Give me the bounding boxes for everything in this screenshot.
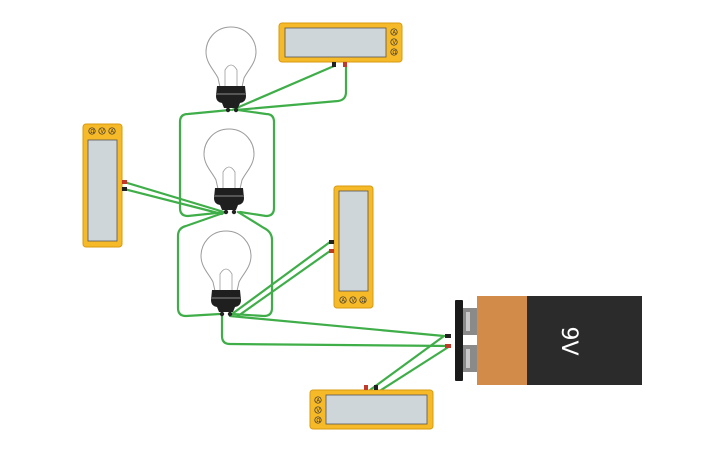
bulb-socket-icon xyxy=(216,86,246,108)
mode-button-label: V xyxy=(101,129,105,135)
bulb-filament-icon xyxy=(222,166,236,189)
bulb-glass-icon xyxy=(203,128,255,190)
mode-button-ohms[interactable] xyxy=(390,48,398,56)
mode-button-amps[interactable] xyxy=(314,396,322,404)
bulb-glass-icon xyxy=(205,26,257,88)
mode-button-volts[interactable] xyxy=(349,296,357,304)
bulb-terminal-left[interactable] xyxy=(225,107,231,113)
wire[interactable] xyxy=(176,210,228,318)
mode-button-label: V xyxy=(393,40,397,46)
mode-button-volts[interactable] xyxy=(98,127,106,135)
mode-button-ohms[interactable] xyxy=(359,296,367,304)
mode-button-volts[interactable] xyxy=(314,406,322,414)
mode-button-label: Ω xyxy=(362,298,366,304)
multimeter-1[interactable]: A V Ω xyxy=(278,22,403,67)
multimeter-screen xyxy=(338,190,369,292)
battery-terminal-red[interactable] xyxy=(445,344,451,348)
bulb-filament-icon xyxy=(219,268,233,291)
probe-red[interactable] xyxy=(329,249,334,253)
light-bulb-1[interactable] xyxy=(205,26,257,113)
wire[interactable] xyxy=(122,180,226,214)
mode-button-amps[interactable] xyxy=(339,296,347,304)
light-bulb-3[interactable] xyxy=(200,230,252,317)
mode-button-label: V xyxy=(352,298,356,304)
mode-button-label: Ω xyxy=(91,129,95,135)
multimeter-screen xyxy=(284,27,387,58)
mode-button-label: A xyxy=(342,298,346,304)
mode-button-label: A xyxy=(111,129,115,135)
wire[interactable] xyxy=(368,334,446,392)
wire[interactable] xyxy=(230,240,332,316)
probe-red[interactable] xyxy=(122,180,127,184)
probe-black[interactable] xyxy=(332,62,336,67)
probe-red[interactable] xyxy=(343,62,347,67)
battery-label: 9V xyxy=(556,326,581,355)
wire[interactable] xyxy=(236,249,332,318)
bulb-socket-band xyxy=(216,93,246,95)
bulb-terminal-right[interactable] xyxy=(231,209,237,215)
battery-terminal-shine xyxy=(466,312,470,331)
mode-button-label: Ω xyxy=(393,50,397,56)
wire[interactable] xyxy=(122,187,224,216)
battery-9v[interactable]: 9V xyxy=(445,296,642,385)
wire[interactable] xyxy=(230,64,336,112)
bulb-terminal-right[interactable] xyxy=(233,107,239,113)
wire[interactable] xyxy=(220,314,452,348)
battery-terminal-bar xyxy=(455,300,463,381)
multimeter-2[interactable]: Ω V A xyxy=(82,123,127,248)
bulb-socket-band xyxy=(214,195,244,197)
mode-button-label: V xyxy=(317,408,321,414)
bulb-terminal-right[interactable] xyxy=(227,311,233,317)
wire[interactable] xyxy=(230,210,274,318)
bulb-filament-icon xyxy=(224,64,238,87)
battery-terminal-shine xyxy=(466,349,470,368)
battery-label-band xyxy=(477,296,527,385)
mode-button-amps[interactable] xyxy=(390,28,398,36)
probe-red[interactable] xyxy=(364,385,368,390)
multimeter-4[interactable]: A V Ω xyxy=(309,385,434,430)
light-bulb-2[interactable] xyxy=(203,128,255,215)
battery-terminal-black[interactable] xyxy=(445,334,451,338)
battery-body xyxy=(527,296,642,385)
mode-button-amps[interactable] xyxy=(108,127,116,135)
wire[interactable] xyxy=(234,64,348,112)
bulb-glass-icon xyxy=(200,230,252,292)
mode-button-volts[interactable] xyxy=(390,38,398,46)
bulb-terminal-left[interactable] xyxy=(223,209,229,215)
probe-black[interactable] xyxy=(122,187,127,191)
wire[interactable] xyxy=(178,108,232,218)
wire[interactable] xyxy=(376,344,452,394)
multimeter-3[interactable]: A V Ω xyxy=(329,185,374,309)
multimeter-screen xyxy=(325,394,428,425)
wire[interactable] xyxy=(228,314,446,338)
wire[interactable] xyxy=(236,108,276,218)
mode-button-label: A xyxy=(317,398,321,404)
bulb-socket-icon xyxy=(211,290,241,312)
probe-black[interactable] xyxy=(374,385,378,390)
multimeter-screen xyxy=(87,139,118,242)
bulb-terminal-left[interactable] xyxy=(219,311,225,317)
probe-black[interactable] xyxy=(329,240,334,244)
mode-button-ohms[interactable] xyxy=(88,127,96,135)
bulb-socket-band xyxy=(211,297,241,299)
mode-button-label: Ω xyxy=(317,418,321,424)
mode-button-ohms[interactable] xyxy=(314,416,322,424)
bulb-socket-icon xyxy=(214,188,244,210)
mode-button-label: A xyxy=(393,30,397,36)
wires xyxy=(122,64,452,394)
